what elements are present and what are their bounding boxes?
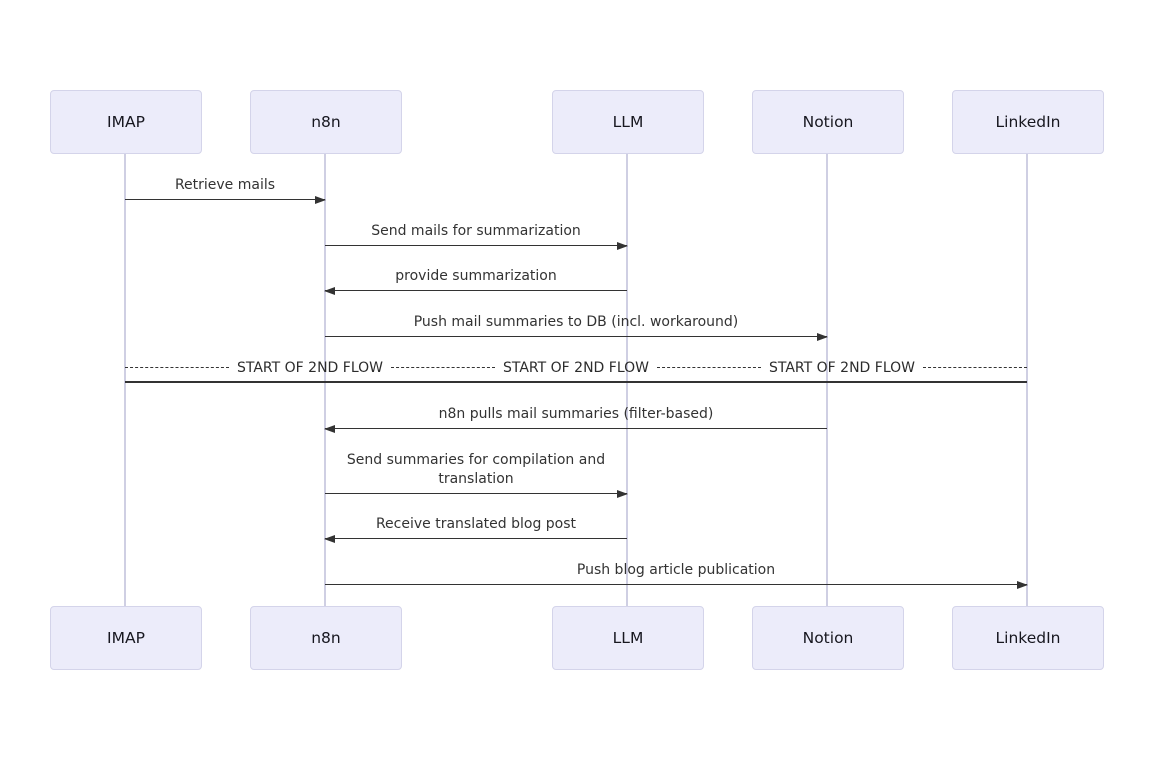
actor-box-imap-top: IMAP — [50, 90, 202, 154]
divider-label: START OF 2ND FLOW — [769, 359, 915, 376]
actor-box-notion-top: Notion — [752, 90, 904, 154]
message-label: Send mails for summarization — [371, 223, 581, 240]
lifeline-imap — [124, 152, 126, 608]
message-push-mail-summaries-to-db: Push mail summaries to DB (incl. workaro… — [325, 308, 828, 342]
actor-label: LinkedIn — [995, 629, 1061, 647]
divider-dash — [923, 367, 1027, 368]
message-label: Push mail summaries to DB (incl. workaro… — [413, 314, 739, 331]
message-push-blog-article-publication: Push blog article publication — [325, 556, 1028, 590]
divider-line — [125, 381, 1027, 383]
message-receive-translated-blog-post: Receive translated blog post — [324, 510, 627, 544]
message-label: Send summaries for compilation and trans… — [346, 452, 606, 488]
actor-box-llm-bottom: LLM — [552, 606, 704, 670]
actor-box-linkedin-top: LinkedIn — [952, 90, 1104, 154]
actor-box-llm-top: LLM — [552, 90, 704, 154]
divider-label: START OF 2ND FLOW — [503, 359, 649, 376]
message-label: Push blog article publication — [576, 562, 776, 579]
message-label: Receive translated blog post — [375, 516, 577, 533]
divider-dash — [391, 367, 495, 368]
divider-start-of-2nd-flow: START OF 2ND FLOW START OF 2ND FLOW STAR… — [125, 357, 1027, 378]
divider-label: START OF 2ND FLOW — [237, 359, 383, 376]
message-label: n8n pulls mail summaries (filter-based) — [438, 406, 714, 423]
actor-box-n8n-bottom: n8n — [250, 606, 402, 670]
divider-dash — [125, 367, 229, 368]
actor-box-imap-bottom: IMAP — [50, 606, 202, 670]
actor-label: n8n — [311, 629, 341, 647]
actor-box-n8n-top: n8n — [250, 90, 402, 154]
message-label: Retrieve mails — [174, 177, 276, 194]
actor-label: Notion — [802, 629, 854, 647]
message-retrieve-mails: Retrieve mails — [125, 171, 326, 205]
actor-label: LinkedIn — [995, 113, 1061, 131]
message-n8n-pulls-mail-summaries: n8n pulls mail summaries (filter-based) — [324, 400, 827, 434]
message-send-mails-for-summarization: Send mails for summarization — [325, 217, 628, 251]
actor-label: LLM — [612, 629, 644, 647]
actor-label: Notion — [802, 113, 854, 131]
actor-label: IMAP — [107, 113, 145, 131]
actor-box-notion-bottom: Notion — [752, 606, 904, 670]
actor-label: LLM — [612, 113, 644, 131]
divider-dash — [657, 367, 761, 368]
lifeline-n8n — [324, 152, 326, 608]
lifeline-notion — [826, 152, 828, 608]
message-label: provide summarization — [395, 268, 557, 285]
message-send-summaries-for-compilation: Send summaries for compilation and trans… — [325, 446, 628, 499]
actor-box-linkedin-bottom: LinkedIn — [952, 606, 1104, 670]
actor-label: IMAP — [107, 629, 145, 647]
message-provide-summarization: provide summarization — [324, 262, 627, 296]
lifeline-llm — [626, 152, 628, 608]
lifeline-linkedin — [1026, 152, 1028, 608]
actor-label: n8n — [311, 113, 341, 131]
